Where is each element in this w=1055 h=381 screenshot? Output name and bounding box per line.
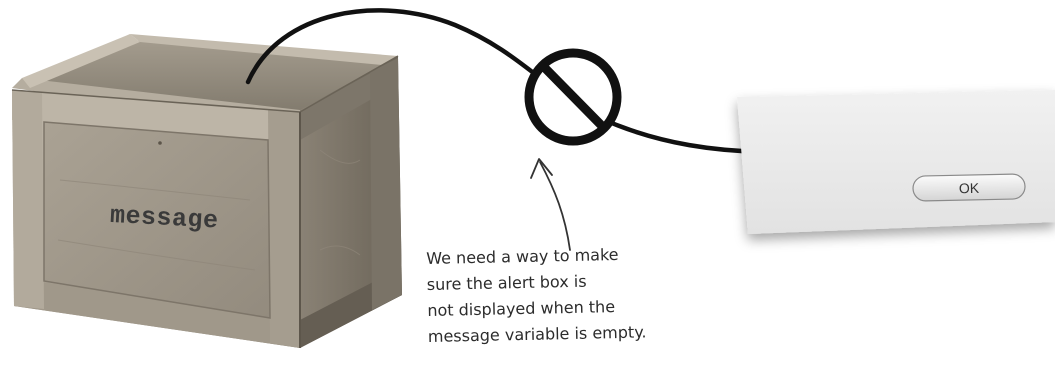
- annotation-arrow-line: [540, 162, 570, 250]
- wooden-crate: message: [12, 34, 402, 348]
- crate-label: message: [109, 201, 219, 236]
- annotation-arrow-head: [531, 159, 552, 178]
- ok-button-label[interactable]: OK: [959, 180, 980, 196]
- alert-dialog: OK: [737, 90, 1055, 234]
- annotation-arrow: [531, 159, 570, 250]
- crate-nail: [158, 141, 162, 145]
- crate-post-right: [268, 110, 300, 348]
- crate-side-post: [370, 58, 402, 310]
- ok-button[interactable]: OK: [913, 174, 1025, 201]
- crate-post-left: [12, 90, 44, 309]
- alert-dialog-panel: [737, 90, 1055, 234]
- annotation-note: We need a way to make sure the alert box…: [426, 240, 728, 350]
- no-entry-icon: [529, 53, 617, 141]
